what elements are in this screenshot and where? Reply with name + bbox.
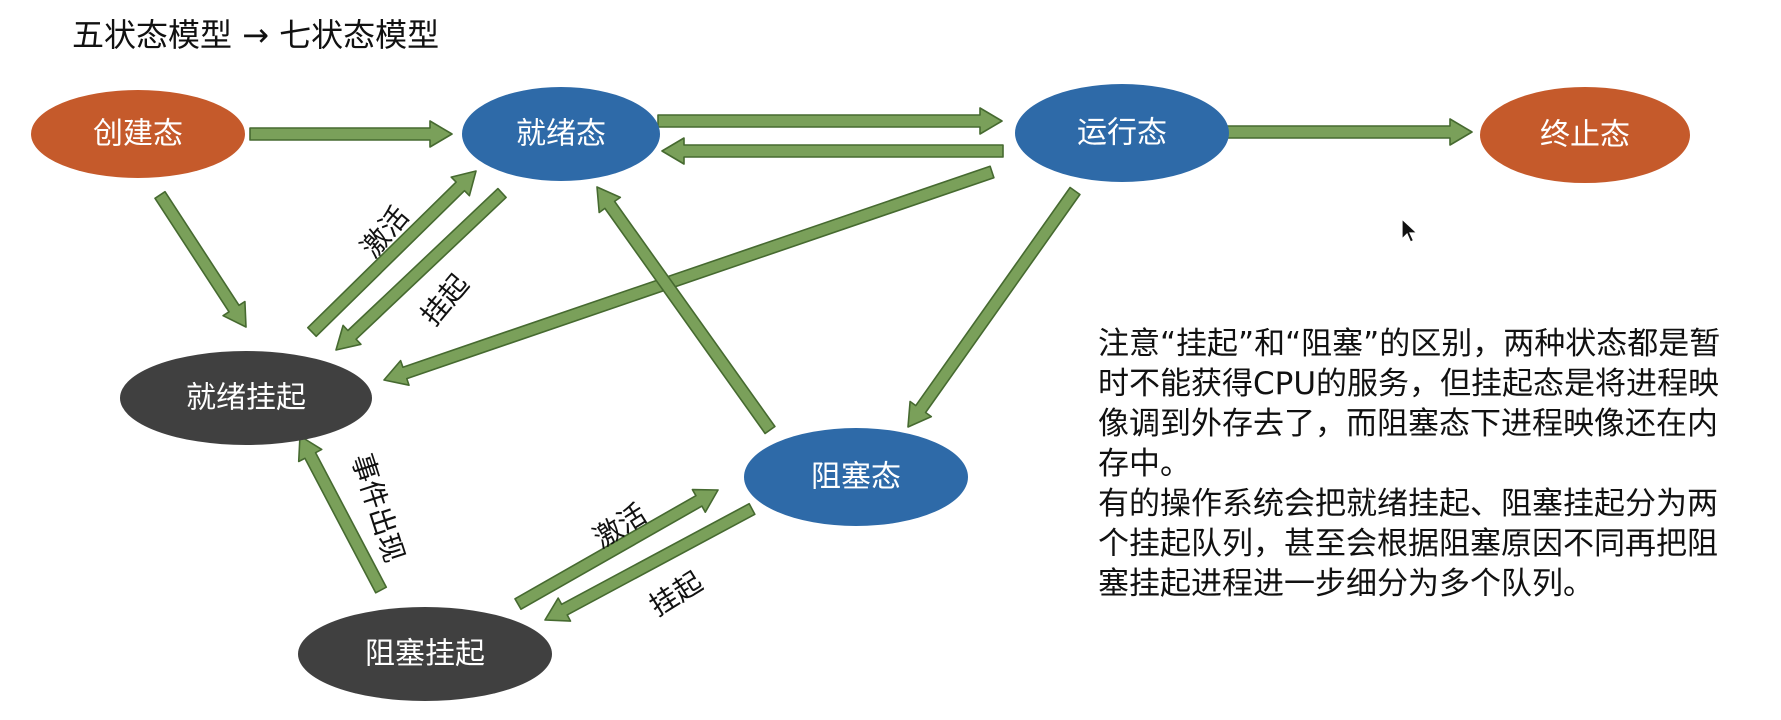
arrow-running-to-terminated: [1207, 118, 1473, 146]
arrow-running-to-blocked: [907, 186, 1081, 428]
node-running-shape: [1015, 84, 1229, 182]
arrow-running-to-ready: [661, 137, 1004, 165]
note-paragraph-1: 注意“挂起”和“阻塞”的区别，两种状态都是暂时不能获得CPU的服务，但挂起态是将…: [1098, 326, 1721, 482]
arrow-ready-to-running: [657, 107, 1003, 135]
node-ready-suspend-label: 就绪挂起: [186, 381, 306, 416]
node-ready-suspend: 就绪挂起: [120, 351, 372, 445]
edge-label-suspend-ready: 挂起: [414, 268, 475, 332]
mouse-cursor-icon: [1401, 218, 1419, 243]
arrow-blocked-suspend-to-blocked: [514, 488, 719, 611]
node-ready: 就绪态: [462, 87, 660, 181]
node-create-label: 创建态: [93, 117, 183, 152]
arrow-blocked-to-ready: [596, 186, 776, 435]
arrow-blocked-to-blocked-suspend: [544, 502, 756, 622]
arrow-create-to-ready: [249, 120, 453, 148]
node-ready-suspend-shape: [120, 351, 372, 445]
node-ready-shape: [462, 87, 660, 181]
node-terminated: 终止态: [1480, 87, 1690, 183]
note-paragraph-2: 有的操作系统会把就绪挂起、阻塞挂起分为两个挂起队列，甚至会根据阻塞原因不同再把阻…: [1098, 486, 1718, 602]
arrow-layer: [154, 107, 1473, 622]
node-blocked-shape: [744, 428, 968, 526]
arrow-ready-suspend-to-ready: [306, 170, 477, 338]
node-blocked-suspend: 阻塞挂起: [298, 607, 552, 701]
node-blocked-suspend-label: 阻塞挂起: [365, 637, 485, 672]
node-running-label: 运行态: [1077, 116, 1167, 151]
note-text: 注意“挂起”和“阻塞”的区别，两种状态都是暂时不能获得CPU的服务，但挂起态是将…: [1098, 324, 1728, 604]
node-ready-label: 就绪态: [516, 117, 606, 152]
arrow-running-to-ready-suspend: [383, 165, 995, 387]
node-create: 创建态: [31, 90, 245, 178]
node-terminated-shape: [1480, 87, 1690, 183]
page-title: 五状态模型 → 七状态模型: [72, 16, 440, 54]
node-create-shape: [31, 90, 245, 178]
node-blocked-label: 阻塞态: [811, 460, 901, 495]
edge-label-suspend-blocked: 挂起: [644, 565, 709, 623]
node-terminated-label: 终止态: [1540, 118, 1630, 153]
node-running: 运行态: [1015, 84, 1229, 182]
arrow-blocked-suspend-to-ready-suspend: [297, 435, 388, 594]
arrow-create-to-ready-suspend: [154, 190, 247, 328]
node-blocked: 阻塞态: [744, 428, 968, 526]
edge-label-activate-ready: 激活: [354, 200, 415, 264]
arrow-ready-to-ready-suspend: [335, 187, 507, 351]
node-blocked-suspend-shape: [298, 607, 552, 701]
